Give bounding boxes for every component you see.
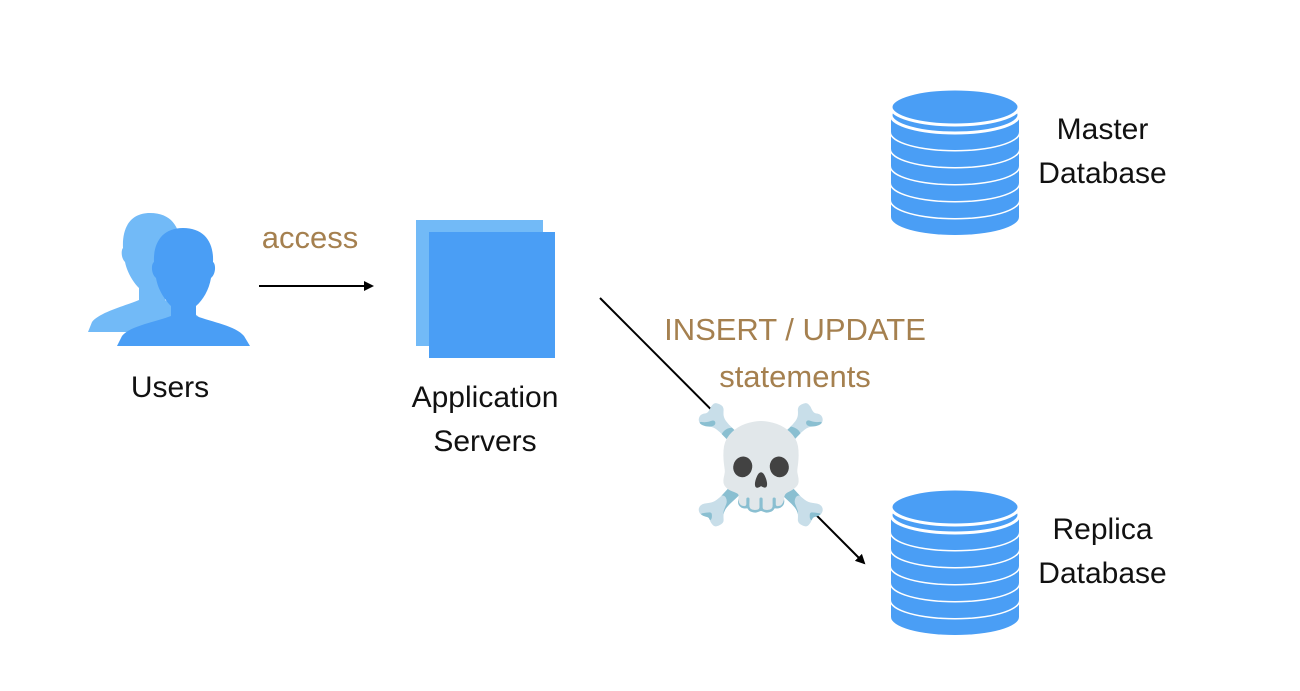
users-icon <box>88 213 250 346</box>
app-servers-label: Application Servers <box>370 376 600 464</box>
write-statements-label-line1: INSERT / UPDATE <box>664 312 926 347</box>
database-icon <box>889 487 1021 635</box>
server-front-square <box>429 232 555 358</box>
user-back-silhouette <box>88 213 212 332</box>
user-front-silhouette <box>117 228 250 346</box>
master-db-label: Master Database <box>1015 108 1190 196</box>
master-db-label-line2: Database <box>1038 157 1167 190</box>
write-statements-label: INSERT / UPDATE statements <box>630 306 960 400</box>
app-servers-label-line2: Servers <box>433 425 537 458</box>
access-label: access <box>261 220 359 255</box>
master-db-label-line1: Master <box>1056 113 1149 146</box>
database-top <box>889 87 1021 127</box>
users-label: Users <box>130 371 210 404</box>
server-stack-icon <box>416 220 555 358</box>
database-icon <box>889 87 1021 235</box>
app-servers-label-line1: Application <box>411 381 559 414</box>
database-top <box>889 487 1021 527</box>
replica-db-label: Replica Database <box>1015 508 1190 596</box>
replica-db-label-line1: Replica <box>1052 513 1153 546</box>
replica-db-label-line2: Database <box>1038 557 1167 590</box>
write-statements-label-line2: statements <box>719 359 871 394</box>
skull-and-crossbones-icon: ☠️ <box>691 400 831 530</box>
write-arrow <box>599 297 866 565</box>
